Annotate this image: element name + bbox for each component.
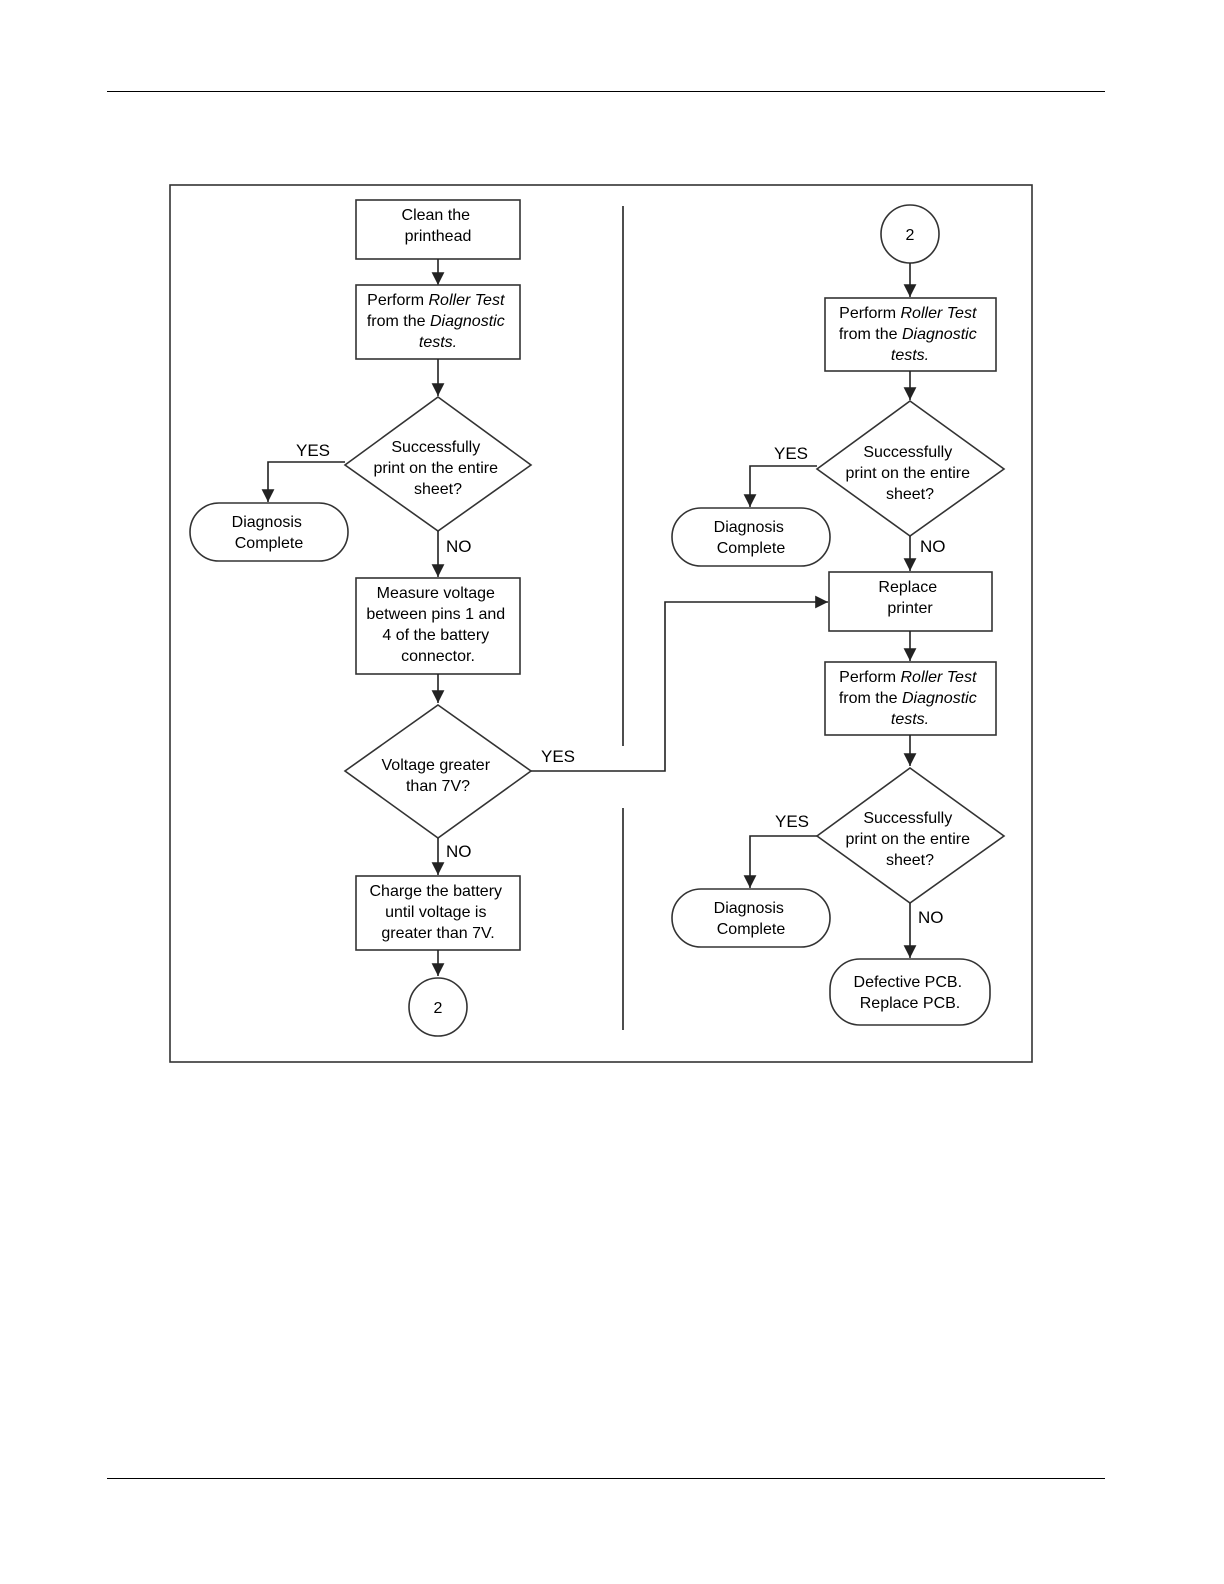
diagram-frame	[169, 184, 1033, 1063]
decision-print-text-right-1: Successfully print on the entire sheet?	[846, 444, 975, 503]
diagnosis-complete-text-left: Diagnosis Complete	[232, 514, 307, 552]
no-label: NO	[446, 537, 472, 556]
replace-printer-text: Replace printer	[878, 579, 941, 617]
defective-pcb-text: Defective PCB. Replace PCB.	[854, 974, 967, 1012]
roller-test-text-right-1: Perform Roller Test from the Diagnostic …	[839, 305, 981, 364]
connector-2-left-label: 2	[434, 1000, 443, 1017]
roller-test-box-left	[355, 284, 521, 360]
connector-2-left	[408, 977, 468, 1037]
header-rule	[107, 91, 1105, 92]
voltage-no-label: NO	[446, 842, 472, 861]
diagnosis-complete-right-2	[671, 888, 831, 948]
yes-label-right-1: YES	[774, 444, 808, 463]
voltage-yes-label: YES	[541, 747, 575, 766]
decision-print-text-left: Successfully print on the entire sheet?	[374, 439, 503, 498]
roller-test-text-right-2: Perform Roller Test from the Diagnostic …	[839, 669, 981, 728]
defective-pcb-box	[829, 958, 991, 1026]
yes-label: YES	[296, 441, 330, 460]
diagnosis-complete-text-right-2: Diagnosis Complete	[714, 900, 789, 938]
replace-printer-box	[828, 571, 993, 632]
no-label-right-1: NO	[920, 537, 946, 556]
decision-print-text-right-2: Successfully print on the entire sheet?	[846, 810, 975, 869]
connector-2-right-label: 2	[906, 227, 915, 244]
charge-battery-text: Charge the battery until voltage is grea…	[370, 883, 507, 942]
footer-rule	[107, 1478, 1105, 1479]
diagnosis-complete-right-1	[671, 507, 831, 567]
yes-branch-arrow-right-1	[743, 465, 817, 507]
yes-branch-arrow-right-2	[743, 835, 817, 888]
clean-printhead-text: Clean the printhead	[402, 207, 475, 245]
roller-test-box-right-2	[824, 661, 997, 736]
diagnosis-complete-text-right-1: Diagnosis Complete	[714, 519, 789, 557]
yes-branch-arrow	[261, 461, 345, 502]
voltage-yes-arrow	[531, 595, 828, 772]
clean-printhead-box	[355, 199, 521, 260]
roller-test-text-left: Perform Roller Test from the Diagnostic …	[367, 292, 509, 351]
decision-voltage-text: Voltage greater than 7V?	[382, 757, 495, 795]
no-label-right-2: NO	[918, 908, 944, 927]
measure-voltage-box	[355, 577, 521, 675]
diagnosis-complete-left	[189, 502, 349, 562]
yes-label-right-2: YES	[775, 812, 809, 831]
measure-voltage-text: Measure voltage between pins 1 and 4 of …	[366, 585, 509, 665]
